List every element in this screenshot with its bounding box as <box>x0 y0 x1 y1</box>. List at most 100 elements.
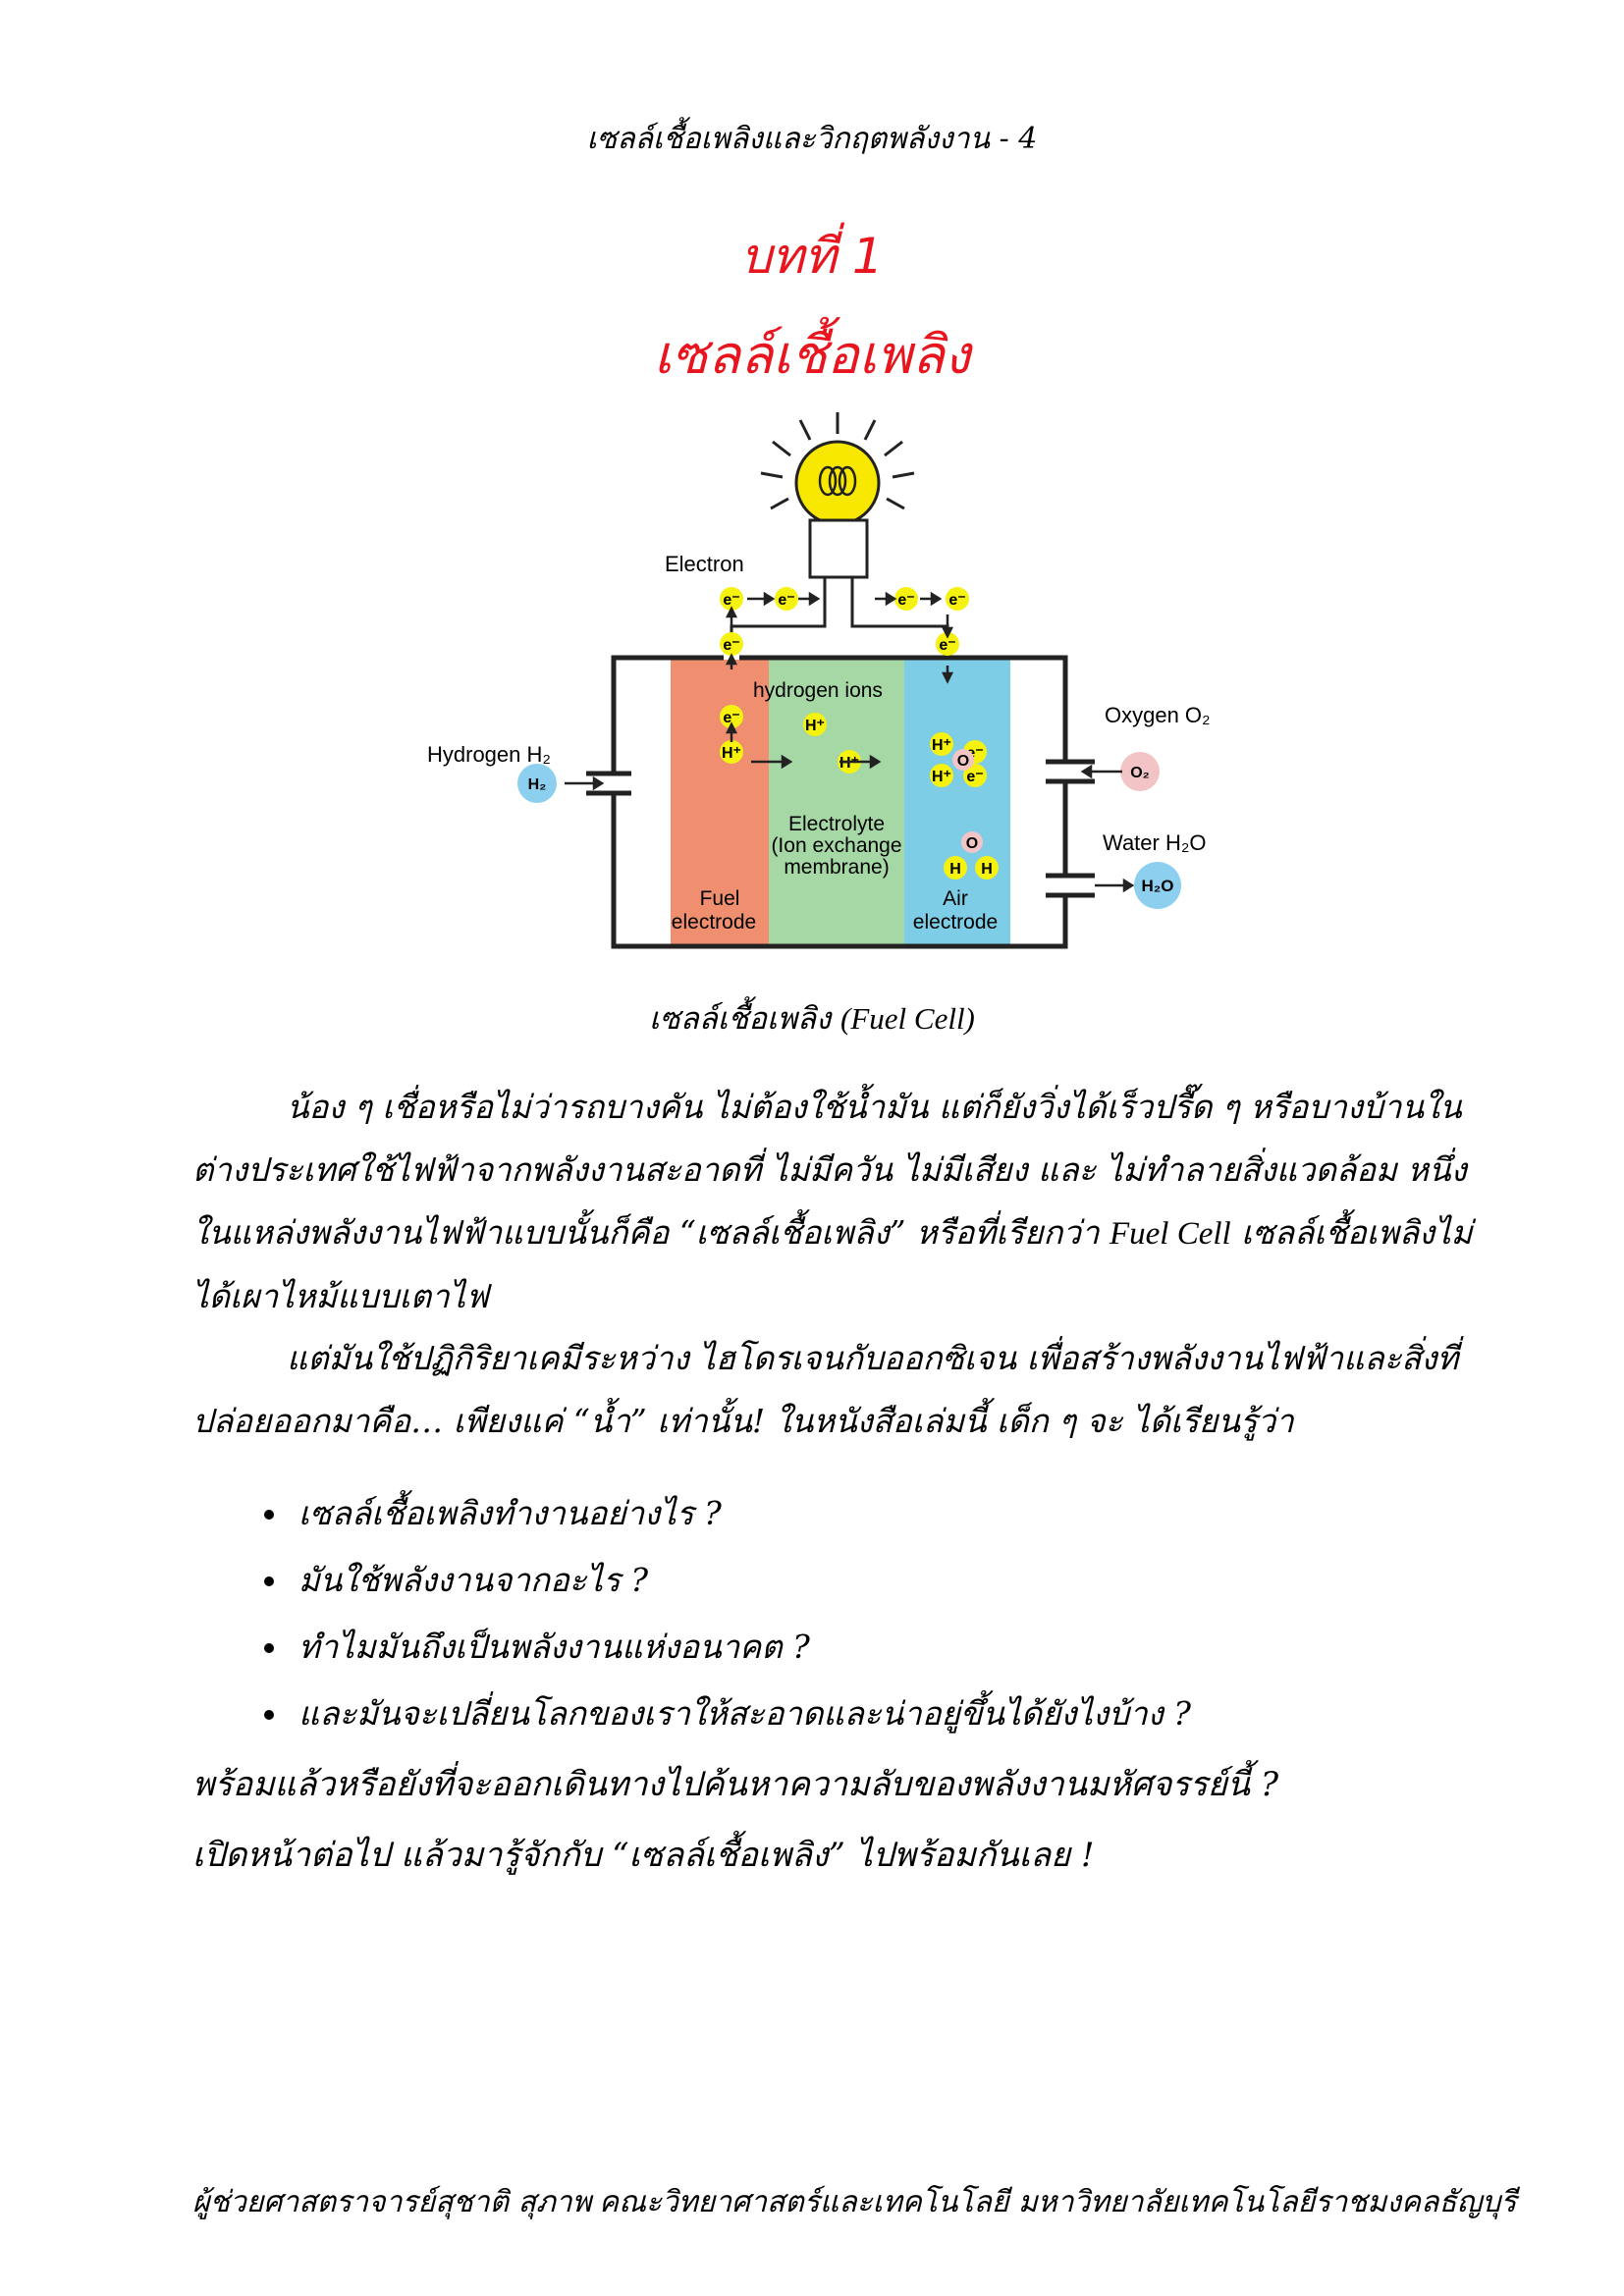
water-molecule-label: H₂O <box>1141 877 1173 895</box>
electron-particle-label: e⁻ <box>897 592 914 609</box>
water-label: Water H₂O <box>1103 830 1207 855</box>
water-hydrogen-label: H <box>981 861 993 878</box>
hydrogen-ion-particle-label: H⁺ <box>932 737 951 754</box>
running-header: เซลล์เชื้อเพลิงและวิกฤตพลังงาน - 4 <box>586 122 1038 156</box>
hydrogen-ions-label: hydrogen ions <box>753 679 883 702</box>
caption-english: (Fuel Cell) <box>840 1001 975 1036</box>
hydrogen-molecule: H₂ <box>517 764 557 803</box>
electrolyte-label-3: membrane) <box>784 856 889 879</box>
oxygen-atom: O <box>961 831 983 853</box>
closing-line-1: พร้อมแล้วหรือยังที่จะออกเดินทางไปค้นหาคว… <box>192 1765 1279 1804</box>
intro-paragraph: น้อง ๆ เชื่อหรือไม่ว่ารถบางคัน ไม่ต้องใช… <box>192 1076 1489 1328</box>
bulb-socket <box>808 518 869 579</box>
list-item: ทำไมมันถึงเป็นพลังงานแห่งอนาคต ? <box>291 1614 1518 1681</box>
electron-particle-circle <box>963 764 987 787</box>
closing-line-2: เปิดหน้าต่อไป แล้วมารู้จักกับ “เซลล์เชื้… <box>192 1836 1095 1875</box>
electron-particle: e⁻ <box>946 587 969 611</box>
hydrogen-ion-particle-label: H⁺ <box>839 755 859 772</box>
hydrogen-ion-particle-label: H⁺ <box>722 745 741 762</box>
footer-author: ผู้ช่วยศาสตราจารย์สุชาติ สุภาพ <box>192 2185 592 2219</box>
electron-particle-circle <box>894 587 918 611</box>
air-electrode-label-2: electrode <box>913 911 998 934</box>
electron-particle-circle <box>720 587 743 611</box>
hydrogen-molecule-label: H₂ <box>528 776 547 793</box>
intro-text-a: น้อง ๆ เชื่อหรือไม่ว่ารถบางคัน ไม่ต้องใช… <box>192 1088 1467 1252</box>
hydrogen-ion-particle-circle <box>930 764 953 787</box>
list-item: มันใช้พลังงานจากอะไร ? <box>291 1547 1518 1614</box>
oxygen-atom-label: O <box>966 835 978 852</box>
flow-arrows <box>565 591 1135 893</box>
hydrogen-molecule-circle <box>517 764 557 803</box>
electron-particle-circle <box>720 632 743 656</box>
oxygen-atom-label: O <box>957 753 969 770</box>
oxygen-molecule: O₂ <box>1120 752 1160 791</box>
air-electrode <box>904 660 1010 946</box>
hydrogen-ion-particle-label: H⁺ <box>932 769 951 785</box>
fuel-cell-diagram: Electron e⁻e⁻e⁻e⁻e⁻e⁻e⁻e⁻e⁻H⁺H⁺H⁺H⁺H⁺OOH… <box>427 412 1211 949</box>
electron-particle: e⁻ <box>936 632 959 656</box>
reaction-paragraph: แต่มันใช้ปฏิกิริยาเคมีระหว่าง ไฮโดรเจนกั… <box>192 1339 1459 1440</box>
electron-particle-label: e⁻ <box>939 637 955 654</box>
electron-particle-circle <box>720 705 743 728</box>
water-hydrogen-circle <box>944 856 967 880</box>
hydrogen-ion-particle-circle <box>720 740 743 764</box>
hydrogen-ion-particle-label: H⁺ <box>805 718 825 734</box>
hydrogen-ion-particle: H⁺ <box>930 732 953 756</box>
chapter-number: บทที่ 1 <box>740 228 884 285</box>
oxygen-atom-circle <box>961 831 983 853</box>
electron-particle: e⁻ <box>775 587 798 611</box>
oxygen-molecule-circle <box>1120 752 1160 791</box>
hydrogen-ion-particle: H⁺ <box>803 713 827 736</box>
water-hydrogen: H <box>975 856 999 880</box>
cell-outline <box>611 655 1068 949</box>
electron-particle-label: e⁻ <box>778 592 794 609</box>
air-electrode-label-1: Air <box>943 887 968 910</box>
fuel-electrode-label-1: Fuel <box>700 887 740 910</box>
water-molecule: H₂O <box>1134 862 1181 909</box>
hydrogen-ion-particle-circle <box>930 732 953 756</box>
electron-particle-circle <box>936 632 959 656</box>
oxygen-inlet <box>1065 759 1095 784</box>
wire-left <box>730 577 827 658</box>
electron-particle: e⁻ <box>720 587 743 611</box>
electron-label-text: Electron <box>665 552 744 576</box>
footer-affiliation: คณะวิทยาศาสตร์และเทคโนโลยี มหาวิทยาลัยเท… <box>599 2185 1517 2219</box>
electron-particle-label: e⁻ <box>948 592 965 609</box>
intro-text-en: Fuel Cell <box>1109 1216 1231 1252</box>
chapter-title: เซลล์เชื้อเพลิง <box>653 324 971 386</box>
hydrogen-ion-particle: H⁺ <box>720 740 743 764</box>
electron-particle-label: e⁻ <box>966 769 983 785</box>
list-item: เซลล์เชื้อเพลิงทำงานอย่างไร ? <box>291 1480 1518 1547</box>
electron-particle: e⁻ <box>720 632 743 656</box>
figure-caption: เซลล์เชื้อเพลิง (Fuel Cell) <box>0 993 1624 1042</box>
hydrogen-ion-particle-circle <box>803 713 827 736</box>
bulb-filament <box>818 465 857 497</box>
electrolyte-label-2: (Ion exchange <box>771 834 901 857</box>
intro-text-b: เซลล์เชื้อเพลิงไม่ได้เผาไหม้แบบเตาไฟ <box>192 1213 1473 1315</box>
water-molecule-circle <box>1134 862 1181 909</box>
oxygen-atom-circle <box>952 749 974 771</box>
bulb-rays <box>760 412 915 510</box>
fuel-electrode-label-2: electrode <box>672 911 756 934</box>
oxygen-label: Oxygen O₂ <box>1105 703 1211 727</box>
caption-thai: เซลล์เชื้อเพลิง <box>649 1001 832 1037</box>
question-list: เซลล์เชื้อเพลิงทำงานอย่างไร ? มันใช้พลัง… <box>192 1480 1518 1747</box>
bulb-icon <box>794 440 881 526</box>
list-item: และมันจะเปลี่ยนโลกของเราให้สะอาดและน่าอย… <box>291 1681 1518 1747</box>
electron-particle: e⁻ <box>720 705 743 728</box>
electron-particle-label: e⁻ <box>723 637 739 654</box>
hydrogen-label: Hydrogen H₂ <box>427 742 551 767</box>
hydrogen-inlet <box>586 771 614 796</box>
electron-particle-label: e⁻ <box>723 710 739 726</box>
electron-particle-circle <box>775 587 798 611</box>
water-hydrogen: H <box>944 856 967 880</box>
electrolyte-label-1: Electrolyte <box>788 813 885 835</box>
water-hydrogen-label: H <box>949 861 961 878</box>
oxygen-molecule-label: O₂ <box>1130 765 1150 781</box>
electron-particle: e⁻ <box>894 587 918 611</box>
water-hydrogen-circle <box>975 856 999 880</box>
electron-particle: e⁻ <box>963 764 987 787</box>
fuel-electrode <box>671 660 769 946</box>
hydrogen-ion-particle: H⁺ <box>930 764 953 787</box>
electrolyte-membrane <box>769 660 904 946</box>
